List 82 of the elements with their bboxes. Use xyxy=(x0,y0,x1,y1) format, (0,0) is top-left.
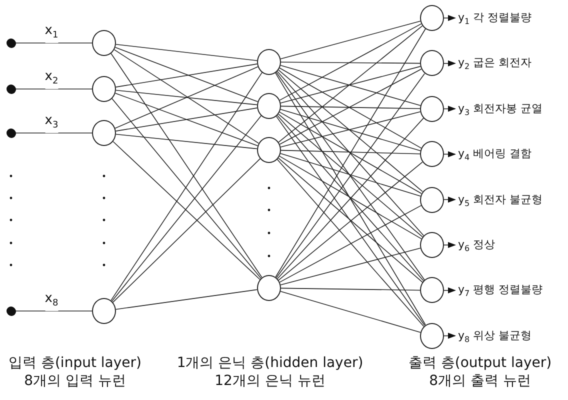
connection-line xyxy=(280,288,420,291)
connection-line xyxy=(279,23,422,101)
neuron-circle xyxy=(420,50,444,76)
arrow xyxy=(444,287,456,294)
connection-line xyxy=(278,114,423,238)
connection-line xyxy=(6,38,92,48)
neuron-circle xyxy=(257,275,281,301)
arrow xyxy=(444,151,456,158)
connection-line xyxy=(114,66,258,129)
connection-line xyxy=(112,141,260,280)
terminal-dot xyxy=(6,38,16,48)
arrow xyxy=(444,332,456,339)
neuron-circle xyxy=(257,49,281,75)
connection-line xyxy=(276,116,426,326)
output-label: y$_{5}$ 회전자 불균형 xyxy=(458,192,543,211)
connection-line xyxy=(110,53,262,278)
terminal-dot xyxy=(6,84,16,94)
neuron-circle xyxy=(420,322,444,349)
connection-line xyxy=(112,98,262,279)
neuron-circle xyxy=(420,232,444,258)
arrow xyxy=(444,242,456,248)
arrow xyxy=(444,106,456,112)
arrow xyxy=(444,15,456,21)
layer-caption: 출력 층(output layer) xyxy=(408,355,552,372)
neuron-circle xyxy=(92,298,116,324)
connection-line xyxy=(114,46,258,102)
connection-line xyxy=(112,158,260,303)
layer-caption: 8개의 출력 뉴런 xyxy=(429,373,531,390)
output-label: y$_{3}$ 회전자봉 균열 xyxy=(458,102,543,120)
layer-caption: 12개의 은닉 뉴런 xyxy=(214,373,326,390)
layer-caption: 입력 층(input layer) xyxy=(8,355,142,372)
neuron-circle xyxy=(257,137,281,163)
connection-line xyxy=(116,134,258,150)
connection-line xyxy=(279,112,422,194)
connection-line xyxy=(114,92,258,146)
connection-line xyxy=(280,62,420,64)
output-label: y$_{2}$ 굽은 회전자 xyxy=(458,56,532,75)
connection-line xyxy=(115,64,258,88)
neuron-circle xyxy=(92,120,116,146)
connection-line xyxy=(279,205,422,283)
connection-line xyxy=(111,115,262,302)
connection-line xyxy=(116,44,258,62)
arrow xyxy=(444,196,456,203)
connection-line xyxy=(276,70,424,236)
neuron-circle xyxy=(420,141,444,168)
connection-line xyxy=(276,159,424,327)
connection-line xyxy=(116,289,258,310)
connection-line xyxy=(116,90,258,106)
connection-line xyxy=(278,70,423,192)
neuron-circle xyxy=(92,76,116,102)
output-label: y$_{8}$ 위상 불균형 xyxy=(458,328,532,347)
neuron-circle xyxy=(92,30,116,56)
neuron-circle xyxy=(420,96,444,122)
output-label: y$_{6}$ 정상 xyxy=(458,238,496,256)
arrow xyxy=(444,60,456,66)
connection-line xyxy=(280,248,421,286)
connection-line xyxy=(280,150,420,154)
output-label: y$_{1}$ 각 정렬불량 xyxy=(458,11,532,30)
connection-line xyxy=(275,28,426,278)
neuron-circle xyxy=(420,186,444,213)
connection-line xyxy=(280,20,421,60)
connection-line xyxy=(114,49,260,144)
neuron-circle xyxy=(257,93,281,119)
connection-line xyxy=(280,291,421,333)
connection-line xyxy=(279,156,422,240)
connection-line xyxy=(275,72,426,326)
terminal-dot xyxy=(6,306,16,316)
connection-line xyxy=(280,106,420,109)
connection-line xyxy=(110,72,262,301)
connection-line xyxy=(6,128,92,138)
connection-line xyxy=(115,108,258,132)
connection-line xyxy=(6,84,92,94)
connection-line xyxy=(278,25,423,143)
connection-line xyxy=(280,153,421,196)
layer-caption: 1개의 은닉 층(hidden layer) xyxy=(176,355,364,372)
output-label: y$_{4}$ 베어링 결함 xyxy=(458,147,532,166)
terminal-dot xyxy=(6,128,16,138)
neuron-circle xyxy=(420,5,444,31)
output-label: y$_{7}$ 평행 정렬불량 xyxy=(458,283,543,302)
neuron-circle xyxy=(420,277,444,304)
connection-line xyxy=(6,306,92,316)
layer-caption: 8개의 입력 뉴런 xyxy=(24,373,126,390)
